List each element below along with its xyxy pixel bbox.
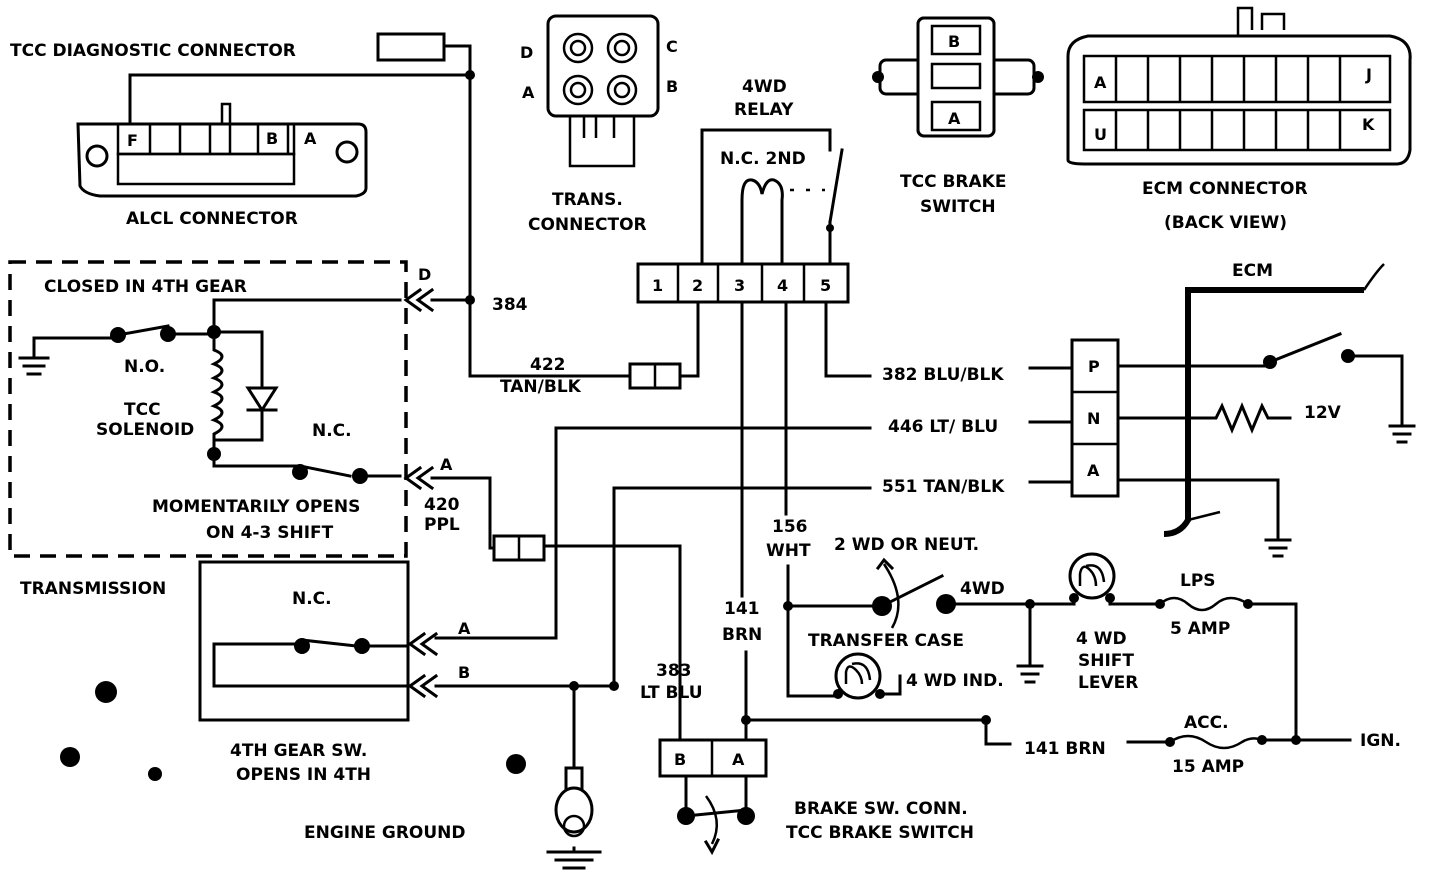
transmission-block: CLOSED IN 4TH GEAR N.O. TCC SOLENOID N.C… [8,260,453,558]
brake-conn-pin-a: A [732,750,745,769]
ecm-pin-a: A [1094,73,1107,92]
relay-pin-3: 3 [734,276,745,295]
shift-lever-label-3: LEVER [1078,673,1138,693]
acc-label: ACC. [1184,713,1229,733]
wire-420-label-2: PPL [424,515,460,535]
trans-pin-b: B [666,77,678,96]
relay-pin-5: 5 [820,276,831,295]
wire-551-label: 551 TAN/BLK [882,477,1005,497]
engine-ground-label: ENGINE GROUND [304,823,466,843]
4wd-label: 4WD [960,579,1005,599]
transfer-case-label: TRANSFER CASE [808,631,964,651]
pin-d-label: D [418,265,431,284]
4th-gear-sw-label-1: 4TH GEAR SW. [230,741,367,761]
tcc-diagnostic-plug [376,32,446,62]
brake-sw-conn-label-1: BRAKE SW. CONN. [794,799,968,819]
wire-383-label-1: 383 [656,661,692,681]
4th-gear-switch: N.C. A B 4TH GEAR SW. OPENS IN 4TH [198,560,471,785]
transmission-label: TRANSMISSION [20,579,166,599]
ecm-internal: ECM P N A 12V [1028,261,1416,558]
relay-label-2: RELAY [734,100,794,120]
nc-lower-label: N.C. [292,589,332,609]
wire-383-label-2: LT BLU [640,683,703,703]
relay-pin-2: 2 [692,276,703,295]
4wd-ind-label: 4 WD IND. [906,671,1004,691]
trans-pin-c: C [666,37,678,56]
ecm-pin-n: N [1087,409,1100,428]
ecm-pin-u: U [1094,125,1107,144]
5-amp-label: 5 AMP [1170,619,1230,639]
relay-pin-1: 1 [652,276,663,295]
wire-156-label-1: 156 [772,517,808,537]
tcc-brake-switch-label-1: TCC BRAKE [900,172,1006,192]
trans-pin-d: D [520,43,533,62]
ecm-connector-label-1: ECM CONNECTOR [1142,179,1308,199]
closed-in-4th-gear-label: CLOSED IN 4TH GEAR [44,277,247,297]
trans-connector-label-2: CONNECTOR [528,215,647,235]
momentary-opens-label-1: MOMENTARILY OPENS [152,497,360,517]
wire-384-label: 384 [492,295,528,315]
shift-lever-label-1: 4 WD [1076,629,1127,649]
ecm-pin-k: K [1362,115,1375,134]
wire-422-label-1: 422 [530,355,566,375]
trans-connector: D C A B TRANS. CONNECTOR [520,14,678,235]
alcl-pin-b: B [266,129,278,148]
ign-label: IGN. [1360,731,1401,751]
wire-141-label-1: 141 [724,599,760,619]
nc-upper-label: N.C. [312,421,352,441]
wire-420-label-1: 420 [424,495,460,515]
pin-a1-label: A [440,455,453,474]
4th-gear-sw-label-2: OPENS IN 4TH [236,765,371,785]
wire-141-label-2: BRN [722,625,762,645]
brake-switch-connector: B A BRAKE SW. CONN. TCC BRAKE SWITCH [658,738,974,856]
brake-sw-conn-label-2: TCC BRAKE SWITCH [786,823,974,843]
12v-label: 12V [1304,403,1342,423]
lps-label: LPS [1180,571,1216,591]
relay-pin-4: 4 [777,276,788,295]
wire-422-label-2: TAN/BLK [500,377,582,397]
relay-label-1: 4WD [742,77,787,97]
shift-lever-label-2: SHIFT [1078,651,1134,671]
wire-382-label: 382 BLU/BLK [882,365,1004,385]
ecm-pin-p: P [1088,357,1100,376]
brake-switch-pin-b: B [948,32,960,51]
ecm-connector: A J U K ECM CONNECTOR (BACK VIEW) [1066,6,1412,233]
tcc-diagnostic-connector-label: TCC DIAGNOSTIC CONNECTOR [10,41,296,61]
transfer-case-circuit: 2 WD OR NEUT. 4WD TRANSFER CASE 4 WD IND… [808,535,1401,777]
alcl-pin-f: F [127,131,138,150]
tcc-solenoid-label-2: SOLENOID [96,420,194,440]
15-amp-label: 15 AMP [1172,757,1244,777]
2wd-or-neut-label: 2 WD OR NEUT. [834,535,979,555]
brake-conn-pin-b: B [674,750,686,769]
brake-switch-pin-a: A [948,109,961,128]
tcc-brake-switch-top: B A TCC BRAKE SWITCH [872,16,1044,217]
trans-pin-a: A [522,83,535,102]
ecm-pin-j: J [1365,65,1372,84]
center-wiring: 384 422 TAN/BLK 420 PPL 446 LT/ BLU 551 … [304,73,1106,870]
alcl-connector: TCC DIAGNOSTIC CONNECTOR F B A ALCL CONN… [10,32,475,229]
pin-b-label: B [458,663,470,682]
wire-446-label: 446 LT/ BLU [888,417,998,437]
ecm-connector-label-2: (BACK VIEW) [1164,213,1287,233]
ecm-pin-a-lower: A [1087,461,1100,480]
ecm-label: ECM [1232,261,1273,281]
wire-156-label-2: WHT [766,541,811,561]
no-label: N.O. [124,357,165,377]
tcc-solenoid-label-1: TCC [124,400,161,420]
trans-connector-label-1: TRANS. [552,190,623,210]
wire-141-brn-label: 141 BRN [1024,739,1106,759]
alcl-connector-label: ALCL CONNECTOR [126,209,298,229]
alcl-pin-a: A [304,129,317,148]
4wd-relay: 4WD RELAY N.C. 2ND 1 2 3 4 5 [636,77,850,304]
momentary-opens-label-2: ON 4-3 SHIFT [206,523,334,543]
relay-nc-2nd-label: N.C. 2ND [720,149,806,169]
pin-a2-label: A [458,619,471,638]
tcc-brake-switch-label-2: SWITCH [920,197,996,217]
